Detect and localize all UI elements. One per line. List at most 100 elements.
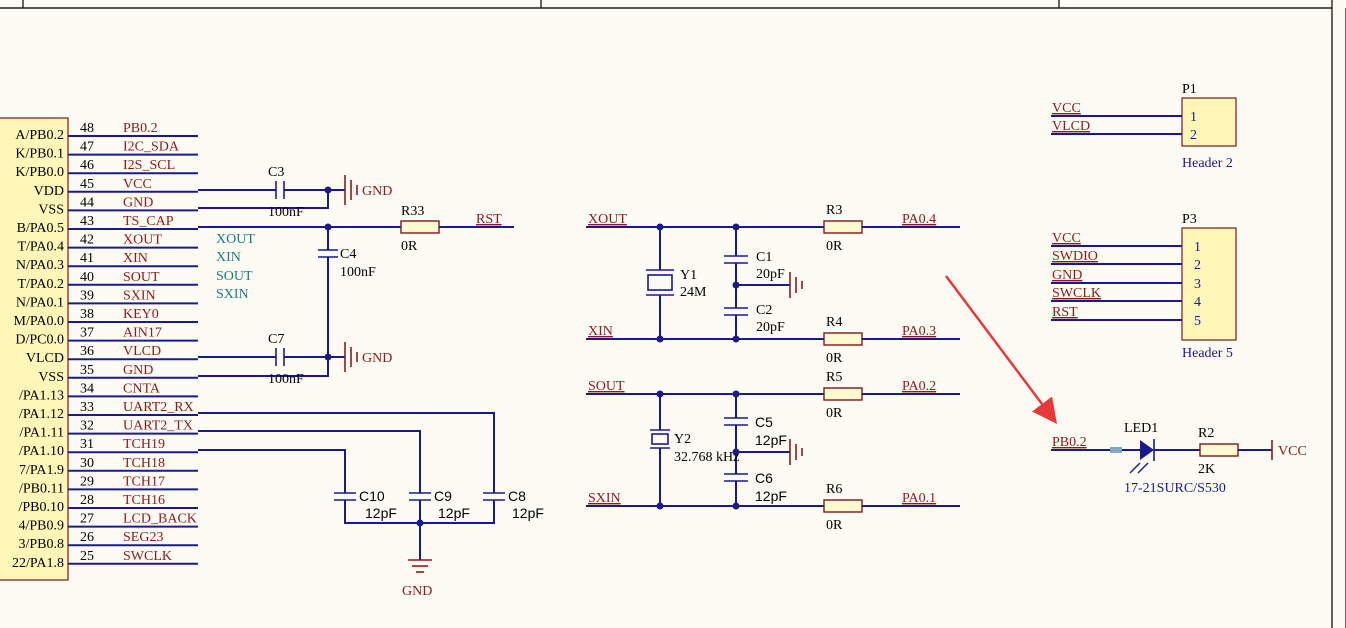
- p3-net-swclk: SWCLK: [1052, 286, 1101, 301]
- y2-crystal-section: [586, 387, 960, 513]
- r5-ref: R5: [826, 370, 842, 385]
- mcu-pin-net: TCH17: [123, 474, 165, 489]
- r3-ref: R3: [826, 203, 842, 218]
- c1-value: 20pF: [756, 267, 785, 282]
- mcu-pin-function: T/PA0.4: [17, 240, 64, 255]
- mcu-pin-number: 39: [80, 288, 94, 303]
- p3-net-gnd: GND: [1052, 268, 1082, 283]
- r33-value: 0R: [401, 239, 418, 254]
- mcu-pin-function: B/PA0.5: [17, 221, 64, 236]
- c9-value: 12pF: [438, 505, 470, 521]
- p1-net-vlcd: VLCD: [1052, 119, 1090, 134]
- mcu-pin-net: I2S_SCL: [123, 158, 175, 173]
- mcu-pin-net: KEY0: [123, 307, 159, 322]
- mcu-pin-net: TS_CAP: [123, 214, 174, 229]
- mcu-pin-number: 31: [80, 437, 94, 452]
- mcu-pin-number: 48: [80, 121, 94, 136]
- p3-ref: P3: [1182, 212, 1197, 227]
- c7-ref: C7: [268, 332, 284, 347]
- pb02-net-label: PB0.2: [1052, 435, 1087, 450]
- p3-pin-4: 4: [1194, 295, 1201, 310]
- mcu-pin-number: 33: [80, 400, 94, 415]
- pa03-net-label: PA0.3: [902, 324, 936, 339]
- pa02-net-label: PA0.2: [902, 379, 936, 394]
- sxin-net-label: SXIN: [588, 491, 621, 506]
- led1-ref: LED1: [1124, 421, 1158, 436]
- c10-value: 12pF: [365, 505, 397, 521]
- c1-ref: C1: [756, 250, 772, 265]
- c4-ref: C4: [340, 247, 356, 262]
- p3-name: Header 5: [1182, 346, 1233, 361]
- p3-net-rst: RST: [1052, 305, 1078, 320]
- c9-ref: C9: [434, 488, 452, 504]
- c5-value: 12pF: [755, 432, 787, 448]
- mcu-pin-number: 40: [80, 270, 94, 285]
- mcu-pin-number: 43: [80, 214, 94, 229]
- mcu-pin-function: VDD: [34, 184, 64, 199]
- mcu-pin-number: 47: [80, 140, 94, 155]
- c5-ref: C5: [755, 414, 773, 430]
- mcu-pin-number: 26: [80, 530, 94, 545]
- c4-value: 100nF: [340, 265, 376, 280]
- mcu-pin-function: 4/PB0.9: [18, 519, 64, 534]
- mcu-pin-function: A/PB0.2: [15, 128, 64, 143]
- mcu-pin-net: VLCD: [123, 344, 161, 359]
- mcu-pin-function: VSS: [38, 202, 64, 217]
- mcu-pin-function: 7/PA1.9: [19, 463, 64, 478]
- teal-label-sxin: SXIN: [216, 287, 249, 302]
- mcu-pin-net: SXIN: [123, 288, 156, 303]
- mcu-pin-function: K/PB0.1: [15, 147, 64, 162]
- mcu-pin-net: UART2_TX: [123, 419, 193, 434]
- xin-net-label: XIN: [588, 324, 613, 339]
- mcu-pin-number: 34: [80, 381, 94, 396]
- p1-pin-1: 1: [1190, 110, 1197, 125]
- mcu-pin-number: 25: [80, 549, 94, 564]
- c7-value: 100nF: [268, 372, 304, 387]
- p3-pin-3: 3: [1194, 277, 1201, 292]
- mcu-pin-net: TCH19: [123, 437, 165, 452]
- teal-label-sout: SOUT: [216, 269, 253, 284]
- y1-ref: Y1: [680, 268, 697, 283]
- pa04-net-label: PA0.4: [902, 212, 936, 227]
- c4-capacitor: C4 100nF: [318, 227, 376, 357]
- mcu-pin-net: UART2_RX: [123, 400, 194, 415]
- c6-value: 12pF: [755, 488, 787, 504]
- r2-ref: R2: [1198, 426, 1214, 441]
- mcu-chip-body: [0, 117, 69, 581]
- mcu-pin-number: 46: [80, 158, 94, 173]
- mcu-pin-function: K/PB0.0: [15, 165, 64, 180]
- mcu-pin-number: 29: [80, 474, 94, 489]
- c3-ref: C3: [268, 165, 284, 180]
- annotation-arrow: [945, 275, 1057, 424]
- c3-value: 100nF: [268, 205, 304, 220]
- mcu-pin-net: VCC: [123, 177, 152, 192]
- teal-label-xout: XOUT: [216, 232, 255, 247]
- c7-capacitor: C7 100nF: [198, 332, 345, 387]
- p3-pin-5: 5: [1194, 314, 1201, 329]
- header-p1: P1 1 2 VCC VLCD Header 2: [1051, 82, 1237, 171]
- mcu-pin-function: /PB0.10: [18, 500, 64, 515]
- c6-ref: C6: [755, 470, 773, 486]
- p3-pin-2: 2: [1194, 258, 1201, 273]
- led1-value: 17-21SURC/S530: [1124, 481, 1226, 496]
- c8-value: 12pF: [512, 505, 544, 521]
- p1-net-vcc: VCC: [1052, 101, 1081, 116]
- xout-net-label: XOUT: [588, 212, 627, 227]
- p3-pin-1: 1: [1194, 240, 1201, 255]
- y1-crystal-section: [586, 220, 960, 346]
- y2-value: 32.768 kHz: [674, 450, 739, 465]
- mcu-pin-function: VSS: [38, 370, 64, 385]
- r6-value: 0R: [826, 518, 843, 533]
- mcu-pin-number: 45: [80, 177, 94, 192]
- gnd-label-1: GND: [362, 184, 392, 199]
- mcu-pin-function: N/PA0.1: [16, 295, 64, 310]
- mcu-pin-number: 42: [80, 233, 94, 248]
- mcu-pin-net: SEG23: [123, 530, 163, 545]
- mcu-pin-net: AIN17: [123, 326, 162, 341]
- r33-ref: R33: [401, 204, 424, 219]
- mcu-pin-net: GND: [123, 363, 153, 378]
- r4-ref: R4: [826, 315, 842, 330]
- mcu-pin-number: 30: [80, 456, 94, 471]
- r5-value: 0R: [826, 406, 843, 421]
